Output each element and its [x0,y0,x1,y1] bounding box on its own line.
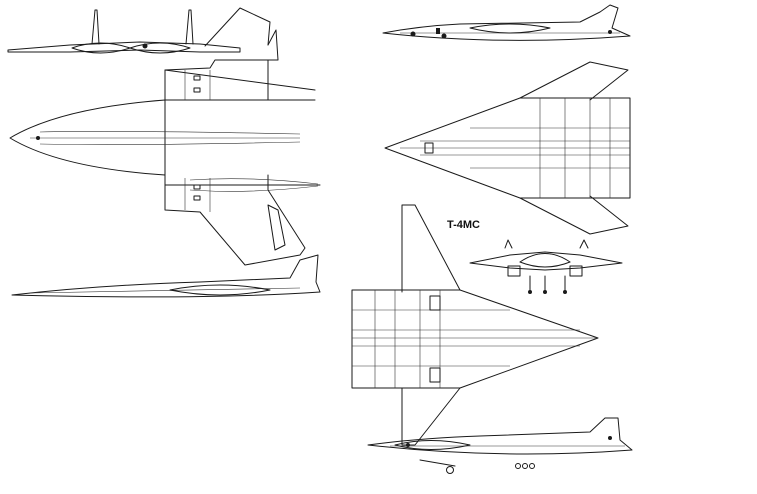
right-plan-view-lower [351,204,599,446]
right-plan-view-upper [384,61,631,235]
right-front-view [469,239,623,294]
right-top-side-view [382,4,631,41]
aircraft-designation-label: T-4MC [447,219,480,231]
left-side-view [11,254,321,298]
left-plan-view [9,59,321,266]
right-bottom-side-view [367,417,633,474]
left-front-view [7,7,279,61]
